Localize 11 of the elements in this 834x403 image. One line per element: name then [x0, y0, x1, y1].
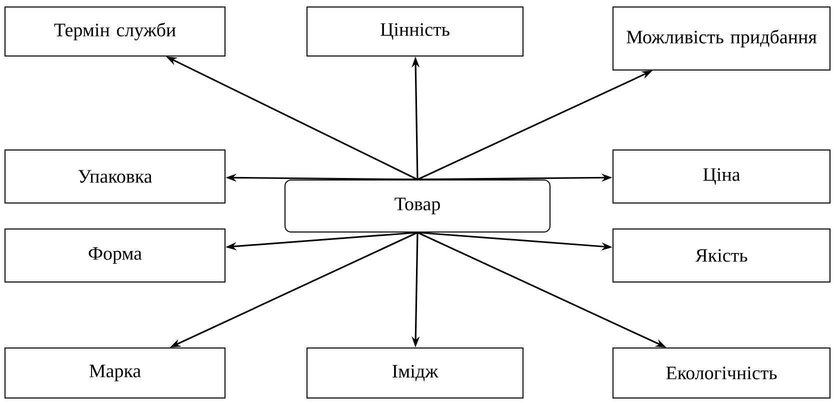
feature-box: Упаковка — [4, 150, 226, 204]
feature-box: Імідж — [306, 347, 524, 398]
product-box: Товар — [284, 180, 550, 232]
feature-box: Якість — [612, 228, 830, 282]
feature-box: Екологічність — [612, 347, 830, 398]
feature-box: Можливість придбання — [612, 6, 830, 70]
feature-box: Термін служби — [4, 6, 226, 56]
feature-box: Марка — [4, 347, 226, 398]
feature-box: Ціна — [612, 150, 830, 204]
feature-box: Форма — [4, 228, 226, 282]
feature-box: Цінність — [306, 6, 524, 56]
